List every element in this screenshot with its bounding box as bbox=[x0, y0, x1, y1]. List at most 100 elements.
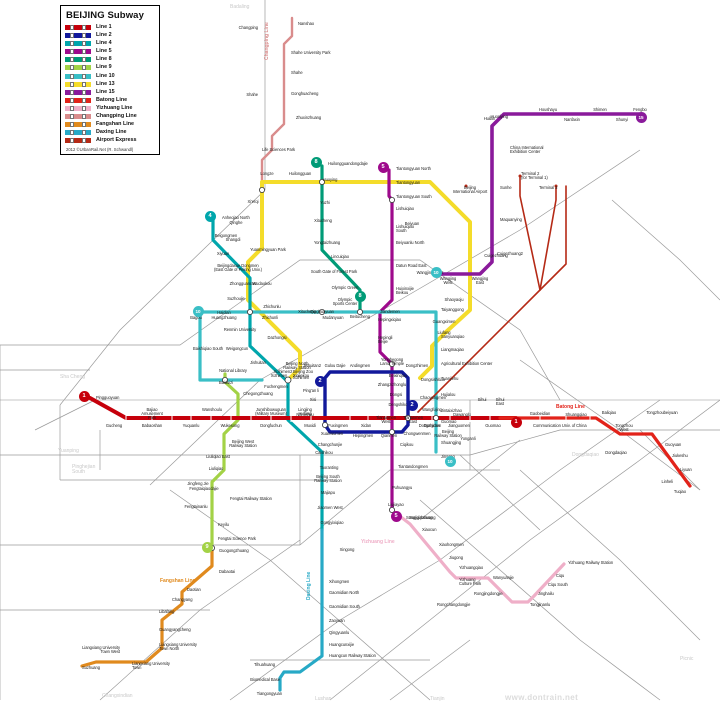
line-number-marker: 8 bbox=[310, 156, 322, 168]
station-label: Qinghuayuan bbox=[310, 309, 334, 314]
station-label: Houshayu bbox=[538, 107, 558, 112]
legend-entry-label: Fangshan Line bbox=[96, 121, 135, 128]
station-label: China International bbox=[510, 145, 544, 150]
station-label: Baishiqiao South bbox=[193, 346, 223, 351]
station-label: Liangxiang University bbox=[159, 642, 197, 647]
station-label: Cuigezhuang bbox=[484, 253, 508, 258]
line-15 bbox=[434, 112, 642, 276]
station-label: Xizhimen bbox=[270, 373, 288, 378]
legend-entry-label: Yizhuang Line bbox=[96, 104, 133, 111]
station-label: Caishikou bbox=[315, 450, 333, 455]
station-label: Tiantongyuan bbox=[396, 180, 421, 185]
line-batong bbox=[498, 416, 692, 488]
station-label: Sanyuanqiao bbox=[441, 334, 465, 339]
station-label: Huixinxijie bbox=[396, 286, 414, 291]
station-label: Taiyanggong bbox=[441, 307, 464, 312]
svg-text:Changxindian: Changxindian bbox=[102, 693, 133, 699]
station-label: Zhichunli bbox=[262, 315, 278, 320]
legend-entry-label: Line 13 bbox=[96, 80, 115, 87]
station-label: South bbox=[396, 228, 407, 233]
station-label: Nanlishilu bbox=[296, 412, 314, 417]
station-label: Yuanmingyuan Park bbox=[250, 247, 286, 252]
legend-entry-label: Line 10 bbox=[96, 72, 115, 79]
station-label: Wudaokou bbox=[252, 281, 272, 286]
legend-color-swatch bbox=[65, 25, 91, 31]
legend-entry: Airport Express bbox=[65, 137, 155, 144]
background-place-labels: Sha Cheng Pinghejian South Yuanping Bada… bbox=[58, 4, 694, 702]
station-label: Huilongguan bbox=[288, 171, 312, 176]
line-airport-express bbox=[417, 175, 567, 413]
legend-entry: Batong Line bbox=[65, 97, 155, 104]
station-label: (Military Museum) bbox=[255, 411, 287, 416]
station-label: Dongsishitiao bbox=[421, 377, 445, 382]
legend-color-swatch bbox=[65, 138, 91, 144]
line-number-marker: 1 bbox=[78, 390, 90, 402]
station-label: Communication Univ. of China bbox=[533, 423, 587, 428]
station-label: Beiyuan bbox=[404, 221, 420, 226]
station-label: Xihongmen bbox=[329, 579, 350, 584]
station-label: Tiantongyuan South bbox=[396, 194, 432, 199]
station-label: Songjiazhuang bbox=[406, 515, 433, 520]
station-label: Dabaotai bbox=[219, 569, 235, 574]
station-label: Guangximen bbox=[432, 319, 456, 324]
station-label: Beitucheng bbox=[350, 314, 370, 319]
station-label: Guomao bbox=[485, 423, 501, 428]
station-label: Gaobeidian bbox=[529, 411, 551, 416]
station-label: Beijing South bbox=[316, 474, 340, 479]
line-fangshan bbox=[80, 546, 214, 668]
station-label: Yongtaizhuang bbox=[313, 240, 341, 245]
station-label: Dongfuchun bbox=[260, 423, 282, 428]
station-label: Liuliqiao East bbox=[206, 454, 230, 459]
legend-entry-label: Airport Express bbox=[96, 137, 137, 144]
station-label: Dongsi bbox=[389, 392, 403, 397]
station-label: Shuangjing bbox=[441, 440, 461, 445]
station-label: Renmin University bbox=[223, 327, 257, 332]
airport-terminal-dots bbox=[464, 174, 558, 188]
station-label: National Library bbox=[219, 368, 247, 373]
legend-entry: Line 13 bbox=[65, 81, 155, 88]
legend-entry-label: Line 15 bbox=[96, 88, 115, 95]
station-label: South Gate of Forest Park bbox=[310, 269, 358, 274]
station-label: Agricultural Exhibition Center bbox=[441, 361, 493, 366]
station-label: Liangmaqiao bbox=[441, 347, 464, 352]
station-label: Culture Park bbox=[459, 581, 482, 586]
station-label: Datun Road East bbox=[396, 263, 427, 268]
station-label: Fengtai Railway Station bbox=[230, 496, 272, 501]
legend-entry: Line 1 bbox=[65, 24, 155, 31]
station-label: Taoranting bbox=[319, 465, 339, 470]
station-label: Qingyuanlu bbox=[329, 630, 350, 635]
station-label: Chaoyangmen bbox=[420, 395, 447, 400]
station-label: Lincuiqiao bbox=[331, 254, 349, 259]
svg-text:Badaling: Badaling bbox=[230, 4, 250, 10]
station-label: Beijingdaxue Dongmen bbox=[217, 263, 259, 268]
station-label: Liufang bbox=[437, 330, 451, 335]
station-label: Guomao bbox=[441, 419, 457, 424]
station-label: Libafang bbox=[159, 609, 175, 614]
station-label: Life Sciences Park bbox=[262, 147, 296, 152]
station-label: Tongjinanlu bbox=[530, 602, 551, 607]
station-label: Beijing North bbox=[285, 361, 309, 366]
legend-entry-label: Line 1 bbox=[96, 24, 112, 31]
station-label: Sports Center bbox=[332, 301, 358, 306]
station-label: Guangyangcheng bbox=[159, 627, 191, 632]
station-label: Beigongmen bbox=[214, 233, 238, 238]
station-label: Dongdan bbox=[423, 423, 441, 428]
station-label: Jianguomen bbox=[448, 423, 470, 428]
station-label: Majiapu bbox=[321, 490, 335, 495]
station-label: Guogongzhuang bbox=[219, 548, 249, 553]
svg-text:South: South bbox=[72, 469, 85, 475]
station-label: Shunyi bbox=[615, 117, 629, 122]
svg-text:Yuanping: Yuanping bbox=[58, 448, 79, 454]
station-label: Yuzhi bbox=[320, 200, 330, 205]
station-label: Wangjing bbox=[439, 276, 457, 281]
station-label: Xingong bbox=[339, 547, 355, 552]
legend-entry-label: Line 4 bbox=[96, 40, 112, 47]
station-label: Exhibition Center bbox=[510, 149, 541, 154]
station-label: (for Terminal 1) bbox=[521, 175, 548, 180]
station-label: Liuliqiao bbox=[208, 466, 224, 471]
station-label: Liyuan bbox=[680, 467, 692, 472]
station-label: Beijing bbox=[442, 429, 454, 434]
line-name-label: Batong Line bbox=[556, 404, 585, 410]
station-label: Babaoshan bbox=[141, 423, 163, 428]
station-label: Zaoyuan bbox=[329, 618, 345, 623]
